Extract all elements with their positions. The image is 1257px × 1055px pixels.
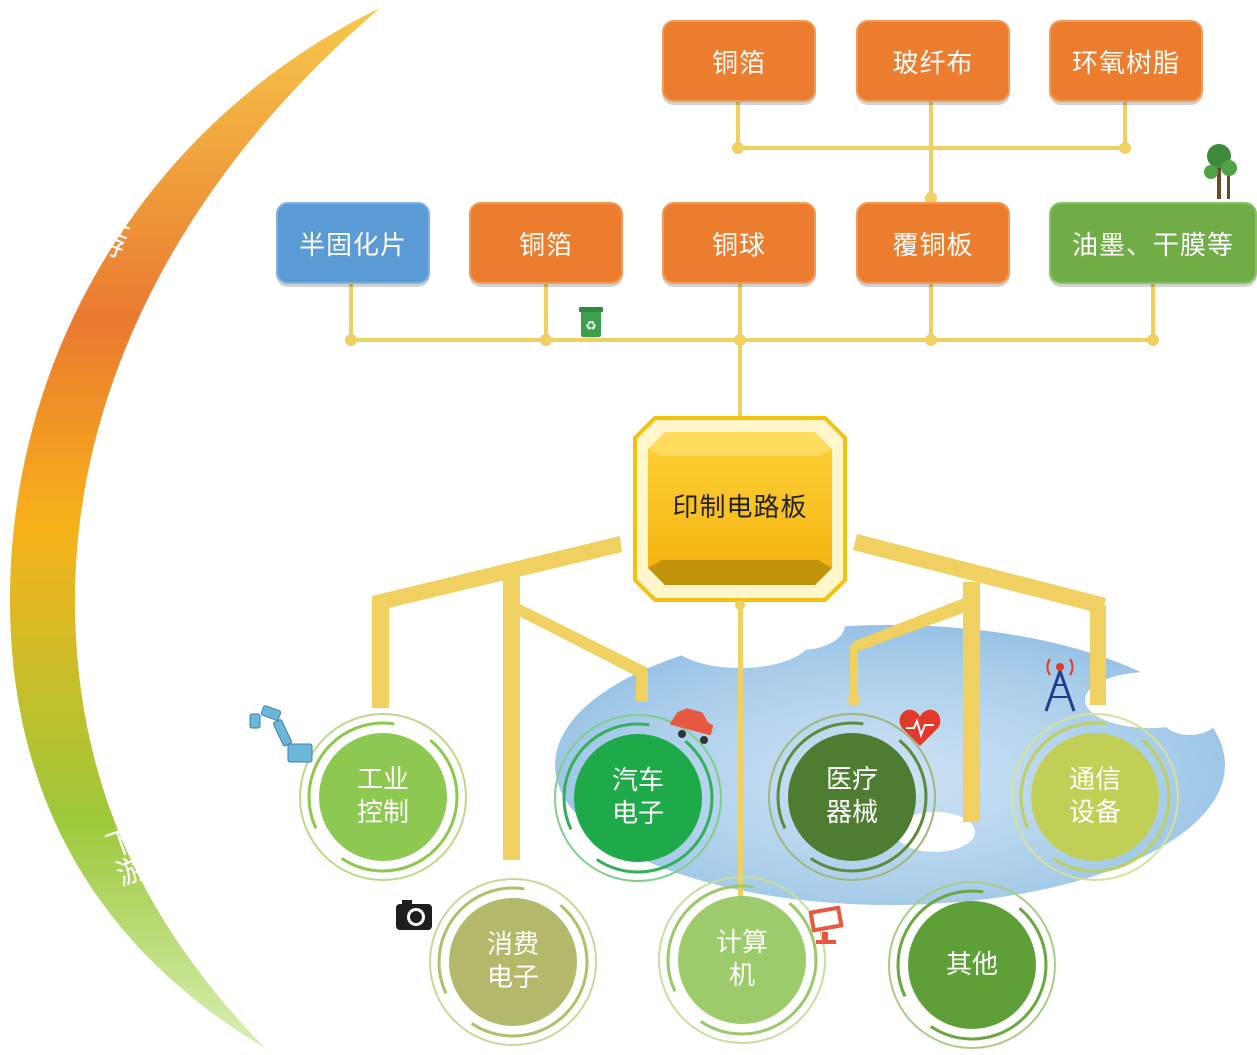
upstream-downstream-arc [10, 8, 380, 1048]
app-computer[interactable]: 计算 机 [715, 928, 768, 991]
circle-computer [658, 876, 826, 1044]
circle-communication-equipment [1011, 713, 1179, 881]
pcb-center-graphic [633, 416, 847, 602]
intermediate-ink-dry-film[interactable]: 油墨、干膜等 [1049, 202, 1257, 284]
pcb-center-label[interactable]: 印制电路板 [672, 492, 808, 523]
camera-icon [396, 900, 432, 930]
circle-industrial-control [299, 713, 467, 881]
recycle-bin-icon: ♻ [579, 307, 603, 337]
intermediate-connectors [349, 283, 1155, 420]
raw-material-glass-fiber-cloth[interactable]: 玻纤布 [856, 20, 1010, 102]
car-icon [670, 708, 714, 744]
intermediate-copper-ball[interactable]: 铜球 [662, 202, 816, 284]
app-automotive-electronics[interactable]: 汽车 电子 [611, 766, 664, 829]
intermediate-copper-foil[interactable]: 铜箔 [469, 202, 623, 284]
app-medical-devices[interactable]: 医疗 器械 [825, 765, 878, 828]
raw-material-copper-foil[interactable]: 铜箔 [662, 20, 816, 102]
circle-consumer-electronics [429, 878, 597, 1046]
signal-tower-icon [1044, 658, 1076, 712]
circle-other [888, 881, 1056, 1049]
app-industrial-control[interactable]: 工业 控制 [356, 765, 409, 828]
raw-material-epoxy-resin[interactable]: 环氧树脂 [1049, 20, 1203, 102]
intermediate-copper-clad-laminate[interactable]: 覆铜板 [856, 202, 1010, 284]
tree-icon [1204, 144, 1237, 199]
raw-material-connectors [736, 98, 1127, 200]
application-circles [299, 713, 1179, 1049]
app-consumer-electronics[interactable]: 消费 电子 [486, 930, 539, 993]
intermediate-prepreg[interactable]: 半固化片 [276, 202, 430, 284]
downstream-branches [372, 534, 1106, 1024]
robot-arm-icon [249, 705, 313, 763]
app-communication-equipment[interactable]: 通信 设备 [1068, 765, 1121, 828]
circle-automotive-electronics [554, 714, 722, 882]
circle-medical-devices [768, 713, 936, 881]
heart-icon [899, 709, 941, 746]
computer-icon [808, 905, 844, 944]
app-other[interactable]: 其他 [945, 949, 998, 980]
svg-text:♻: ♻ [585, 319, 597, 334]
